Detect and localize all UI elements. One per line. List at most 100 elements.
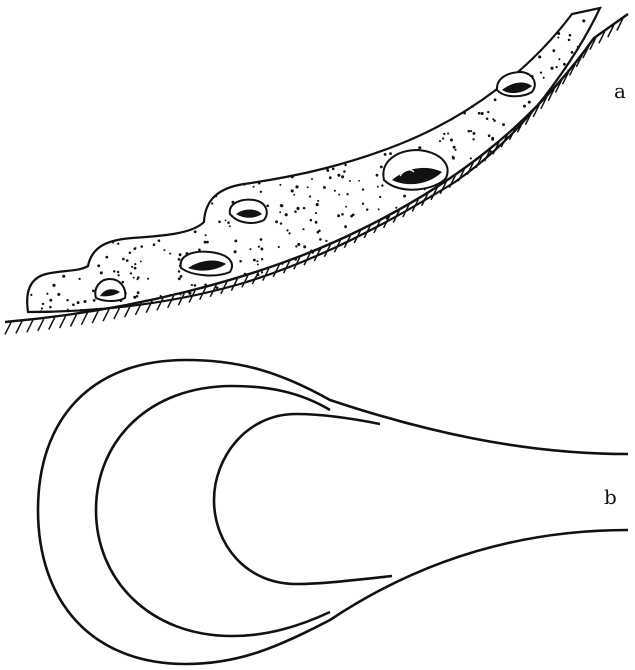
stipple-dot [261, 271, 263, 273]
stipple-dot [345, 206, 347, 208]
hatch-mark [81, 313, 87, 325]
hatch-mark [38, 319, 44, 331]
stipple-dot [481, 112, 484, 115]
stipple-dot [358, 180, 360, 182]
stipple-dot [67, 308, 69, 310]
stipple-dot [122, 258, 125, 261]
stipple-dot [349, 180, 351, 182]
stipple-dot [158, 239, 161, 242]
stipple-dot [279, 184, 281, 186]
stipple-dot [281, 262, 283, 264]
stipple-dot [317, 231, 320, 234]
stipple-dot [302, 228, 304, 230]
stipple-dot [532, 58, 534, 60]
stipple-dot [341, 213, 344, 216]
hatch-mark [16, 321, 22, 333]
inner-lobe-outline [214, 414, 392, 584]
stipple-dot [389, 152, 392, 155]
stipple-dot [329, 242, 332, 245]
stipple-dot [569, 34, 572, 37]
stipple-dot [204, 241, 207, 244]
stipple-dot [502, 123, 505, 126]
stipple-dot [295, 185, 298, 188]
stipple-dot [352, 213, 355, 216]
stipple-dot [468, 130, 471, 133]
stipple-dot [490, 151, 493, 154]
stipple-dot [341, 175, 344, 178]
stipple-dot [258, 182, 261, 185]
stipple-dot [169, 294, 171, 296]
stipple-dot [42, 303, 44, 305]
stipple-dot [493, 120, 495, 122]
stipple-dot [140, 245, 143, 248]
panel-b: b [38, 360, 628, 664]
stipple-dot [452, 156, 454, 158]
stipple-dot [486, 117, 489, 120]
stipple-dot [487, 111, 489, 113]
stipple-dot [291, 189, 294, 192]
stipple-dot [418, 146, 421, 149]
stipple-dot [395, 207, 397, 209]
stipple-dot [57, 293, 60, 296]
stipple-dot [472, 138, 474, 140]
stipple-dot [563, 63, 566, 66]
stipple-dot [473, 132, 476, 135]
stipple-dot [478, 112, 481, 115]
stipple-dot [303, 245, 306, 248]
stipple-dot [321, 246, 323, 248]
stipple-dot [225, 219, 227, 221]
stipple-dot [279, 211, 281, 213]
stipple-dot [543, 77, 545, 79]
sediment-stipple [30, 19, 590, 312]
stipple-dot [260, 191, 262, 193]
stipple-dot [454, 149, 456, 151]
stipple-dot [346, 193, 348, 195]
stipple-dot [137, 291, 140, 294]
stipple-dot [552, 49, 555, 52]
stipple-dot [550, 67, 553, 70]
stipple-dot [239, 260, 242, 263]
stipple-dot [78, 278, 80, 280]
stipple-dot [205, 234, 207, 236]
stipple-dot [140, 260, 142, 262]
stipple-dot [297, 243, 300, 246]
stipple-dot [286, 229, 288, 231]
stipple-dot [436, 187, 438, 189]
stipple-dot [377, 186, 379, 188]
stipple-dot [100, 271, 103, 274]
outer-lobe-outline [38, 360, 628, 664]
stipple-dot [334, 190, 336, 192]
stipple-dot [229, 225, 231, 227]
boulder-5 [497, 72, 535, 96]
stipple-dot [191, 284, 193, 286]
stipple-dot [260, 248, 263, 251]
stipple-dot [344, 225, 347, 228]
stipple-dot [244, 273, 247, 276]
stipple-dot [214, 194, 217, 197]
stipple-dot [285, 213, 288, 216]
boulder-3 [230, 200, 267, 223]
hatch-mark [27, 320, 33, 332]
hatch-mark [168, 296, 174, 308]
stipple-dot [311, 178, 313, 180]
hatch-mark [70, 315, 76, 327]
stipple-dot [325, 240, 327, 242]
stipple-dot [253, 186, 255, 188]
stipple-dot [362, 203, 364, 205]
stipple-dot [129, 251, 132, 254]
stipple-dot [453, 146, 456, 149]
stipple-dot [72, 303, 75, 306]
stipple-dot [540, 71, 542, 73]
sediment-body-outline [27, 8, 600, 312]
stipple-dot [316, 203, 319, 206]
stipple-dot [528, 101, 531, 104]
stipple-dot [62, 275, 65, 278]
stipple-dot [337, 214, 340, 217]
stipple-dot [338, 194, 340, 196]
stipple-dot [319, 238, 322, 241]
stipple-dot [317, 248, 319, 250]
stipple-dot [217, 287, 219, 289]
stipple-dot [380, 166, 383, 169]
stipple-dot [130, 272, 132, 274]
